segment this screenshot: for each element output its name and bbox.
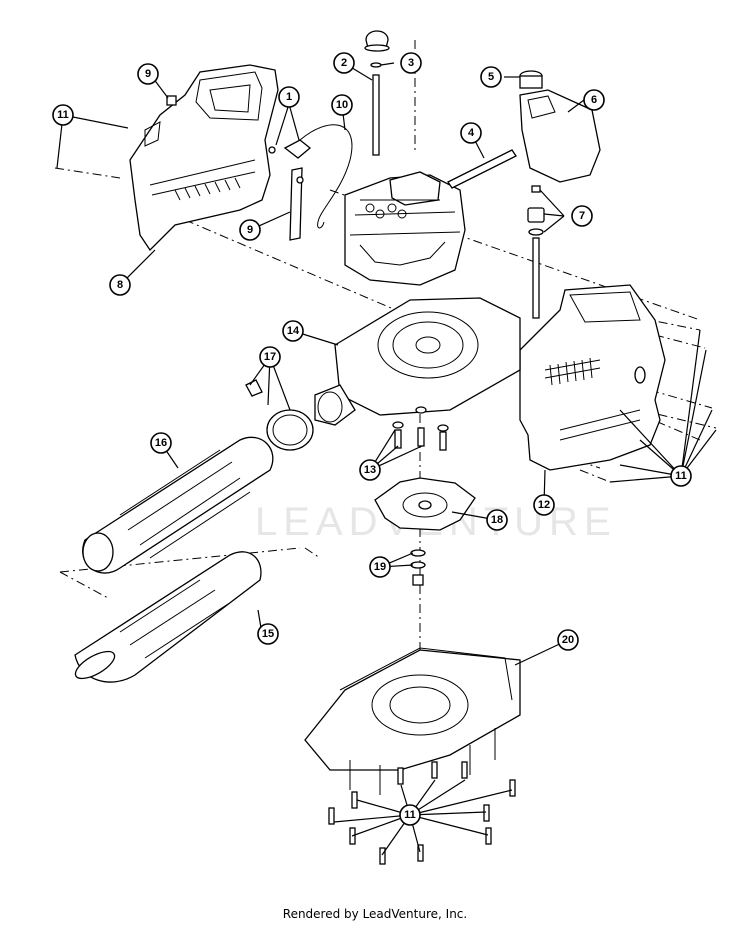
rod-part-4 <box>447 149 517 189</box>
nozzle-part-15 <box>74 551 262 683</box>
callout-15: 15 <box>257 623 279 645</box>
primer-bulb-part-2-3 <box>364 30 390 156</box>
svg-text:12: 12 <box>538 499 550 511</box>
front-housing-part-12 <box>519 284 666 471</box>
callout-2: 2 <box>333 52 355 74</box>
fan-housing-part-14 <box>314 297 521 426</box>
screws-part-13 <box>392 406 449 451</box>
svg-text:4: 4 <box>468 127 475 139</box>
callout-1: 1 <box>278 86 300 108</box>
callout-3: 3 <box>400 52 422 74</box>
svg-text:6: 6 <box>591 94 597 106</box>
callout-5: 5 <box>480 66 502 88</box>
callout-9-top: 9 <box>137 63 159 85</box>
grommets-part-7 <box>527 185 545 319</box>
callout-14: 14 <box>282 320 304 342</box>
callout-6: 6 <box>583 89 605 111</box>
svg-text:13: 13 <box>364 464 376 476</box>
callout-11-left: 11 <box>52 104 74 126</box>
svg-text:8: 8 <box>117 279 123 291</box>
callout-9-bottom: 9 <box>239 219 261 241</box>
fuel-tank-part-5-6 <box>519 70 601 183</box>
svg-text:19: 19 <box>374 561 386 573</box>
svg-text:18: 18 <box>491 514 503 526</box>
svg-text:9: 9 <box>247 224 253 236</box>
throttle-assembly-parts-1-9-10 <box>268 124 353 241</box>
callout-17: 17 <box>259 346 281 368</box>
callout-11-bottom: 11 <box>399 804 421 826</box>
blower-tube-part-16 <box>82 436 274 574</box>
callout-20: 20 <box>557 629 579 651</box>
callout-12: 12 <box>533 494 555 516</box>
svg-text:7: 7 <box>579 210 585 222</box>
callout-16: 16 <box>150 432 172 454</box>
callout-10: 10 <box>331 94 353 116</box>
impeller-part-18 <box>374 477 476 531</box>
callout-4: 4 <box>460 122 482 144</box>
svg-text:10: 10 <box>336 99 348 111</box>
callout-8: 8 <box>109 274 131 296</box>
svg-text:17: 17 <box>264 351 276 363</box>
footer-credit: Rendered by LeadVenture, Inc. <box>282 907 468 921</box>
svg-text:14: 14 <box>287 325 300 337</box>
callout-19: 19 <box>369 556 391 578</box>
bottom-housing-part-20 <box>304 647 521 795</box>
svg-text:1: 1 <box>286 91 292 103</box>
svg-text:15: 15 <box>262 628 274 640</box>
svg-text:11: 11 <box>404 809 416 821</box>
callout-13: 13 <box>359 459 381 481</box>
rear-housing-part-8 <box>129 64 279 252</box>
svg-text:16: 16 <box>155 437 167 449</box>
svg-text:2: 2 <box>341 57 347 69</box>
svg-text:5: 5 <box>488 71 494 83</box>
svg-text:20: 20 <box>562 634 574 646</box>
engine-block <box>344 171 466 286</box>
svg-text:11: 11 <box>675 470 687 482</box>
callout-11-right: 11 <box>670 465 692 487</box>
svg-text:11: 11 <box>57 109 69 121</box>
washers-part-19 <box>410 549 426 586</box>
svg-text:9: 9 <box>145 68 151 80</box>
callout-7: 7 <box>571 205 593 227</box>
svg-text:3: 3 <box>408 57 414 69</box>
callout-18: 18 <box>486 509 508 531</box>
bottom-screws-part-11 <box>328 761 516 865</box>
